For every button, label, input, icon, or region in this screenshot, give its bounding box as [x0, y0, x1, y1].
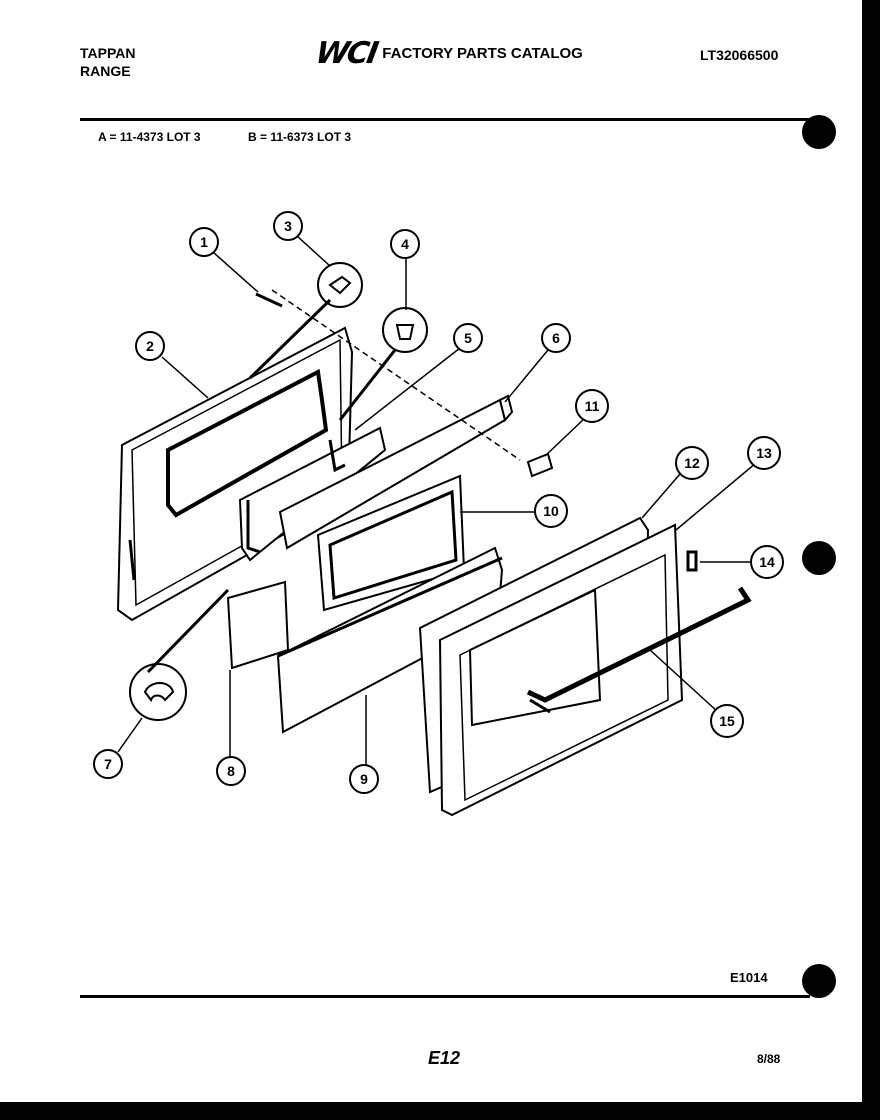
catalog-header: WCI FACTORY PARTS CATALOG: [313, 36, 583, 71]
callout-label-10: 10: [543, 503, 559, 519]
callout-label-6: 6: [552, 330, 560, 346]
door-front: [438, 523, 684, 817]
callout-label-3: 3: [284, 218, 292, 234]
catalog-page: TAPPAN RANGE WCI FACTORY PARTS CATALOG L…: [0, 0, 862, 1102]
door-window-opening: [166, 368, 329, 518]
header-rule: [80, 118, 810, 121]
brand-name: TAPPAN: [80, 45, 136, 61]
callout-label-14: 14: [759, 554, 775, 570]
detail-bubble-3: [317, 262, 363, 308]
brand-block: TAPPAN RANGE: [80, 44, 135, 80]
callout-15: [710, 704, 744, 738]
callout-11: [575, 389, 609, 423]
callout-label-1: 1: [200, 234, 208, 250]
callout-8: [216, 756, 246, 786]
callout-label-8: 8: [227, 763, 235, 779]
detail-bubble-4: [382, 307, 428, 353]
footer-rule: [80, 995, 810, 998]
door-handle: [526, 586, 752, 703]
binder-hole: [802, 115, 836, 149]
detail-bubble-7: [129, 663, 187, 721]
callout-label-9: 9: [360, 771, 368, 787]
callout-label-12: 12: [684, 455, 700, 471]
callout-label-2: 2: [146, 338, 154, 354]
callout-label-7: 7: [104, 756, 112, 772]
callout-2: [135, 331, 165, 361]
callout-label-15: 15: [719, 713, 735, 729]
exploded-door-diagram: 1 2 3 4 5 6 7 8 9 10 11 12 13 14 15: [93, 211, 784, 817]
print-date: 8/88: [757, 1052, 781, 1066]
binder-hole: [802, 964, 836, 998]
callout-13: [747, 436, 781, 470]
product-type: RANGE: [80, 63, 131, 79]
callout-7: [93, 749, 123, 779]
callout-14: [750, 545, 784, 579]
callout-1: [189, 227, 219, 257]
figure-code: E1014: [730, 970, 768, 985]
page-number: E12: [428, 1048, 461, 1068]
catalog-title: FACTORY PARTS CATALOG: [382, 45, 583, 62]
binder-hole: [802, 541, 836, 575]
callout-label-4: 4: [401, 236, 409, 252]
callout-10: [534, 494, 568, 528]
callout-4: [390, 229, 420, 259]
callout-6: [541, 323, 571, 353]
callout-9: [349, 764, 379, 794]
callout-12: [675, 446, 709, 480]
callout-3: [273, 211, 303, 241]
door-screw: [255, 292, 283, 308]
model-a: A = 11-4373 LOT 3: [98, 130, 201, 144]
callout-5: [453, 323, 483, 353]
handle-bracket: [686, 550, 698, 572]
catalog-number: LT32066500: [700, 47, 779, 63]
model-b: B = 11-6373 LOT 3: [248, 130, 352, 144]
callout-label-11: 11: [585, 398, 600, 414]
callout-label-5: 5: [464, 330, 472, 346]
callout-label-13: 13: [756, 445, 772, 461]
door-clip: [526, 452, 554, 478]
